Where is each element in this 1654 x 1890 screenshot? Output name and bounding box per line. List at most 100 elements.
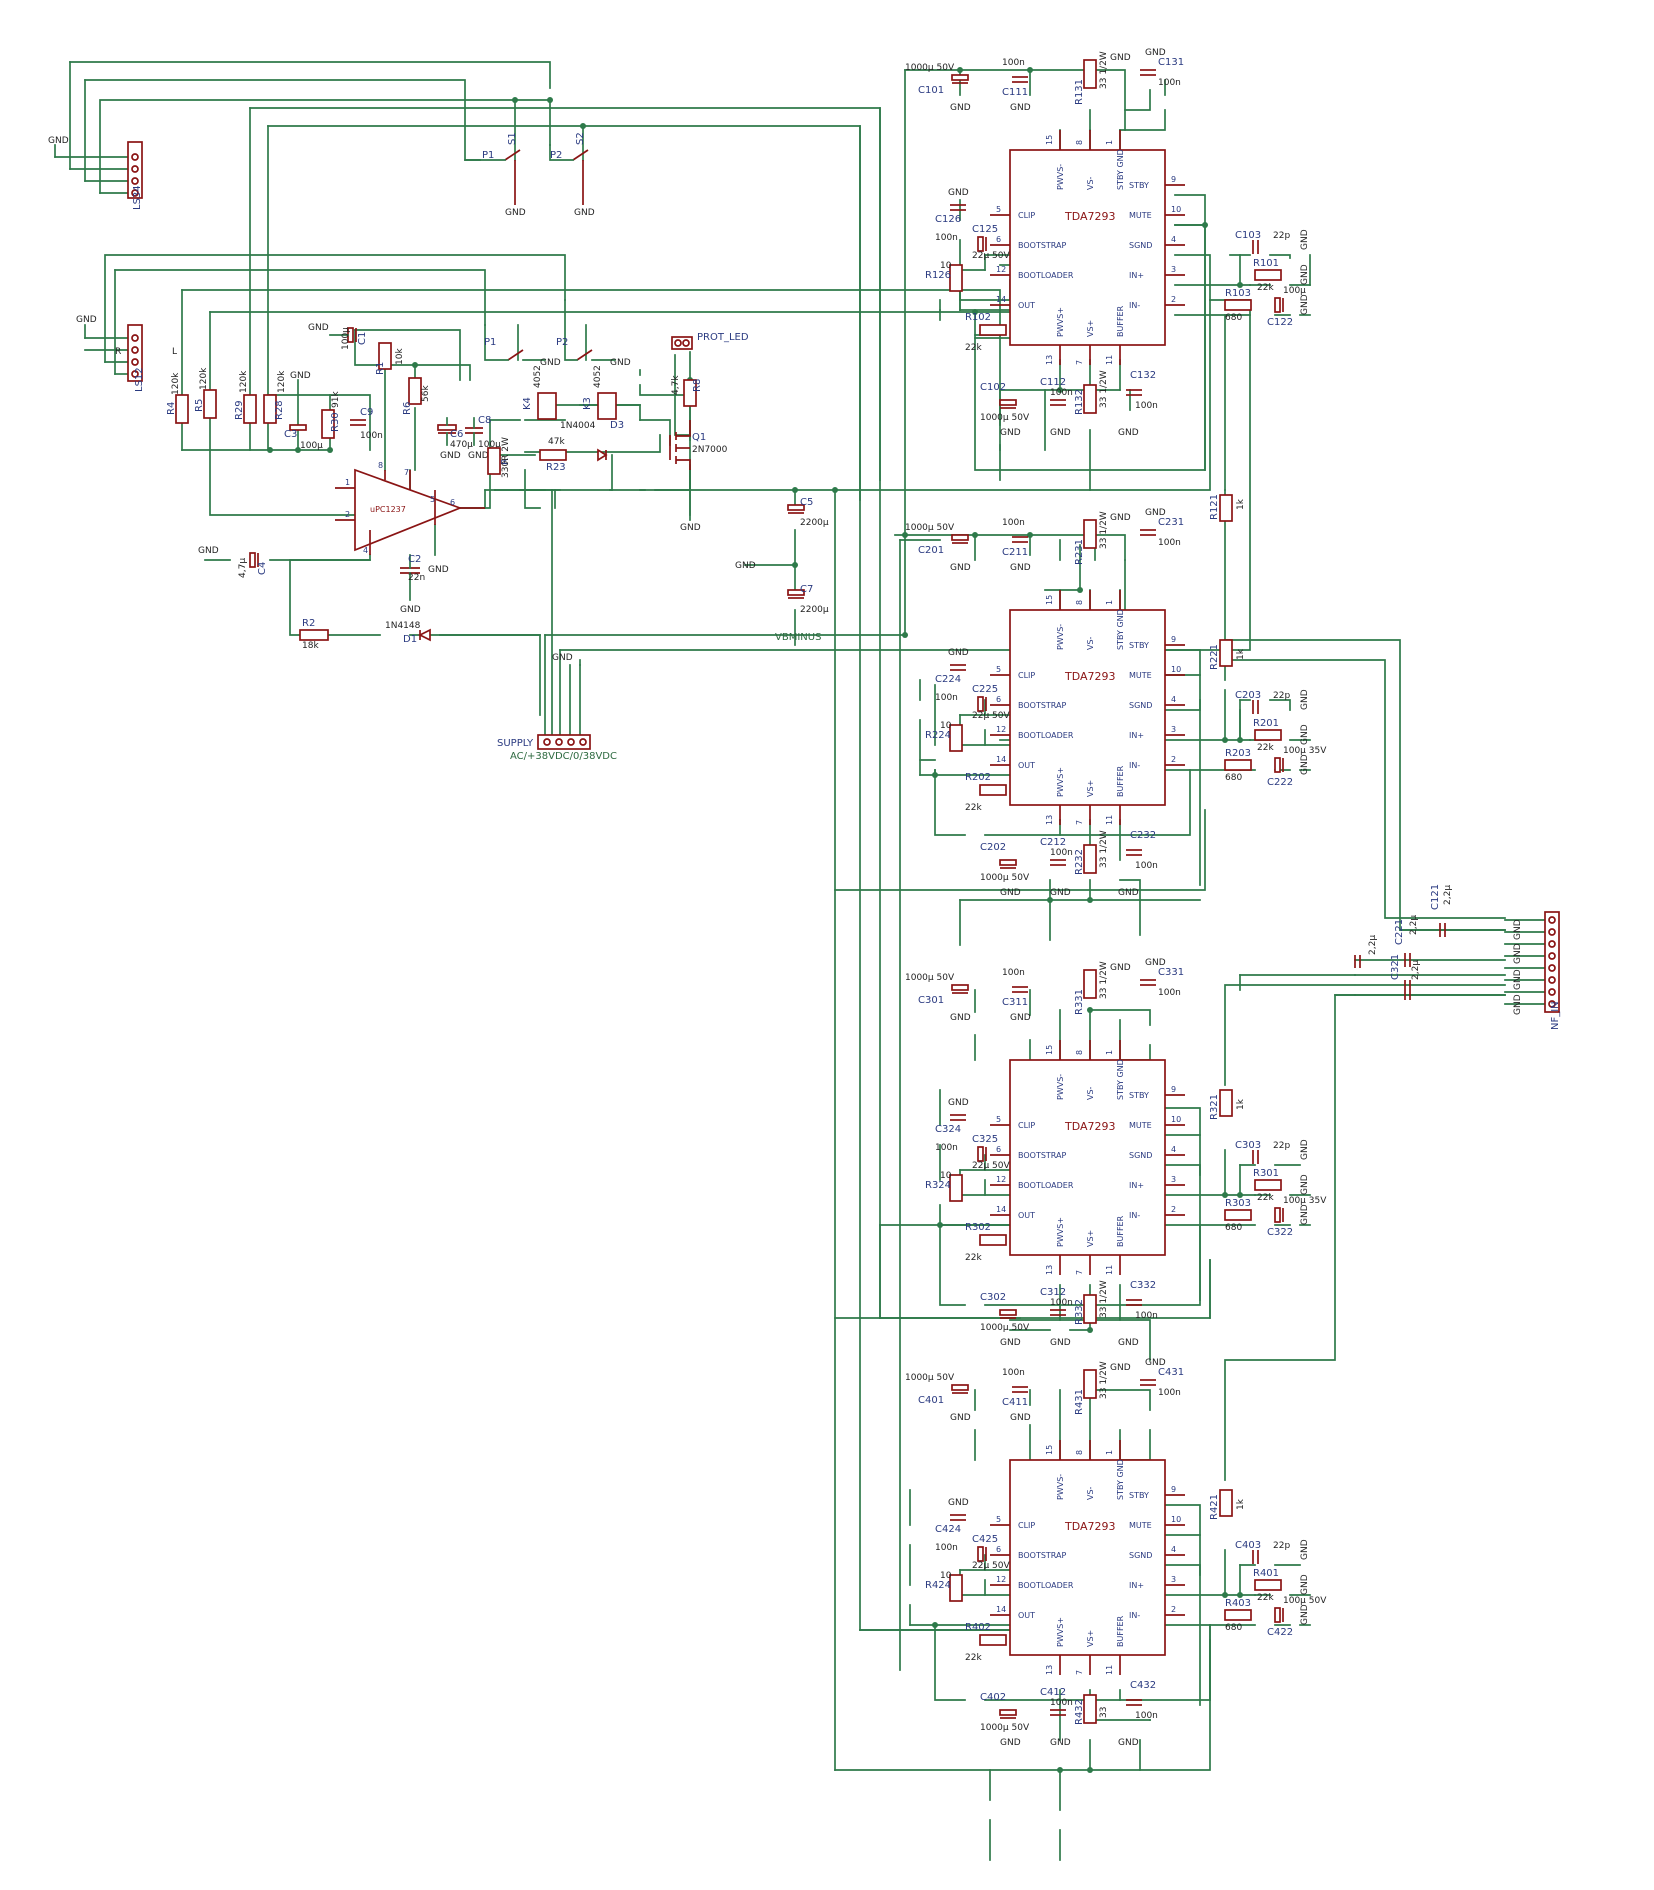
c26-value: 100n xyxy=(935,1543,958,1553)
c9-label: C9 xyxy=(360,407,373,418)
supply-caps: C6 470µ GND C8 100µ GND R 330R 2W xyxy=(437,415,511,478)
s2-label: S2 xyxy=(575,132,586,145)
c7-label: C7 xyxy=(800,584,813,595)
r28-label: R28 xyxy=(274,400,285,420)
k4-label: K4 xyxy=(522,397,533,410)
gnd-label: GND xyxy=(1300,754,1310,775)
amplifier-channels: TDA7293CLIP5BOOTSTRAP6BOOTLOADER12OUT14S… xyxy=(905,48,1327,1748)
pin-label-bottom: VS+ xyxy=(1086,780,1095,797)
r03-value: 680 xyxy=(1225,313,1242,323)
pin-label-bootstrap: BOOTSTRAP xyxy=(1018,701,1067,710)
tda7293-name: TDA7293 xyxy=(1064,210,1116,223)
pin-label-clip: CLIP xyxy=(1018,211,1035,220)
c02-value: 1000µ 50V xyxy=(980,1723,1030,1733)
supply-label: SUPPLY xyxy=(497,738,534,749)
pin-label-top: PWVS- xyxy=(1056,1474,1065,1500)
r4-label: R4 xyxy=(166,402,177,415)
c8-label: C8 xyxy=(478,415,491,426)
r23-value: 47k xyxy=(548,437,565,447)
c11-value: 100n xyxy=(1002,58,1025,68)
c31-value: 100n xyxy=(1158,1388,1181,1398)
gnd-label: GND xyxy=(1300,264,1310,285)
junction-dots xyxy=(267,67,1243,1773)
pin-label-mute: MUTE xyxy=(1129,1521,1152,1530)
c12-label: C112 xyxy=(1040,377,1066,388)
c03-value: 22p xyxy=(1273,1541,1290,1551)
c5-label: C5 xyxy=(800,497,813,508)
c121-value: 2,2µ xyxy=(1443,885,1453,905)
r02-value: 22k xyxy=(965,343,982,353)
gnd-label: GND xyxy=(610,358,631,368)
letter-l: L xyxy=(172,347,177,357)
r26-value: 10 xyxy=(940,1571,952,1581)
pin-number: 15 xyxy=(1045,135,1054,145)
d1-label: D1 xyxy=(403,634,417,645)
pin-label-bottom: VS+ xyxy=(1086,320,1095,337)
r31-label: R431 xyxy=(1074,1389,1085,1415)
c32-label: C232 xyxy=(1130,830,1156,841)
pin-number: 12 xyxy=(996,1175,1006,1184)
gnd-label: GND xyxy=(1110,1363,1131,1373)
c11-label: C311 xyxy=(1002,997,1028,1008)
r8-value: 4,7k xyxy=(671,375,681,395)
c32-value: 100n xyxy=(1135,401,1158,411)
r03-label: R303 xyxy=(1225,1198,1251,1209)
pin-number: 13 xyxy=(1045,1265,1054,1275)
pin-label-top: STBY GND xyxy=(1116,609,1125,650)
r32-value: 33 1/2W xyxy=(1099,370,1109,408)
relay-contacts-upper: P1 P2 S1 S2 GND GND xyxy=(464,132,595,218)
pin-label-out: OUT xyxy=(1018,761,1035,770)
gnd-label: GND xyxy=(468,451,489,461)
c01-value: 1000µ 50V xyxy=(905,63,955,73)
c12-label: C212 xyxy=(1040,837,1066,848)
pin-number: 7 xyxy=(1075,820,1084,825)
amp-channel-3: TDA7293CLIP5BOOTSTRAP6BOOTLOADER12OUT14S… xyxy=(905,958,1327,1348)
c8-value: 100µ xyxy=(478,440,501,450)
c11-value: 100n xyxy=(1002,1368,1025,1378)
tda7293-body xyxy=(1009,609,1166,806)
gnd-label: GND xyxy=(950,1013,971,1023)
r26-label: R324 xyxy=(925,1180,951,1191)
pin-number: 5 xyxy=(996,665,1001,674)
connector-nf-in: NF_IN GND GND GND GND xyxy=(1513,911,1561,1030)
r03-label: R403 xyxy=(1225,1598,1251,1609)
amp-channel-1: TDA7293CLIP5BOOTSTRAP6BOOTLOADER12OUT14S… xyxy=(905,48,1310,522)
gnd-label: GND xyxy=(1300,1539,1310,1560)
r29-value: 120k xyxy=(239,370,249,393)
gnd-label: GND xyxy=(1000,1338,1021,1348)
pin-number: 3 xyxy=(1171,725,1176,734)
c26-label: C324 xyxy=(935,1124,961,1135)
r21-value: 1k xyxy=(1236,498,1246,510)
upc1237-name: uPC1237 xyxy=(370,505,406,514)
c02-label: C402 xyxy=(980,1692,1006,1703)
c2-label: C2 xyxy=(408,554,421,565)
supply-desc: AC/+38VDC/0/38VDC xyxy=(510,751,617,762)
gnd-label: GND xyxy=(552,653,573,663)
gnd-label: GND xyxy=(1513,994,1523,1015)
pin-number: 8 xyxy=(1075,1450,1084,1455)
c22-value: 100µ xyxy=(1283,286,1306,296)
pin-label-clip: CLIP xyxy=(1018,1521,1035,1530)
gnd-label: GND xyxy=(308,323,329,333)
tda7293-name: TDA7293 xyxy=(1064,1120,1116,1133)
pin-label-bootloader: BOOTLOADER xyxy=(1018,731,1074,740)
pin-number: 14 xyxy=(996,1605,1006,1614)
c221-label: C221 xyxy=(1394,919,1405,945)
pin-label-sgnd: SGND xyxy=(1129,701,1152,710)
pin-label-top: STBY GND xyxy=(1116,1059,1125,1100)
pin-label-bootloader: BOOTLOADER xyxy=(1018,271,1074,280)
c22-label: C422 xyxy=(1267,1627,1293,1638)
r21-label: R421 xyxy=(1209,1494,1220,1520)
pin-label-out: OUT xyxy=(1018,1211,1035,1220)
r01-label: R201 xyxy=(1253,718,1279,729)
gnd-label: GND xyxy=(948,1098,969,1108)
pin-label-sgnd: SGND xyxy=(1129,241,1152,250)
gnd-label: GND xyxy=(48,136,69,146)
pin-number: 11 xyxy=(1105,1265,1114,1275)
gnd-label: GND xyxy=(1145,958,1166,968)
connector-ls12: LS12 GND R L xyxy=(76,315,177,392)
c22-label: C222 xyxy=(1267,777,1293,788)
pin-number: 10 xyxy=(1171,205,1181,214)
c22-label: C122 xyxy=(1267,317,1293,328)
c01-label: C201 xyxy=(918,545,944,556)
